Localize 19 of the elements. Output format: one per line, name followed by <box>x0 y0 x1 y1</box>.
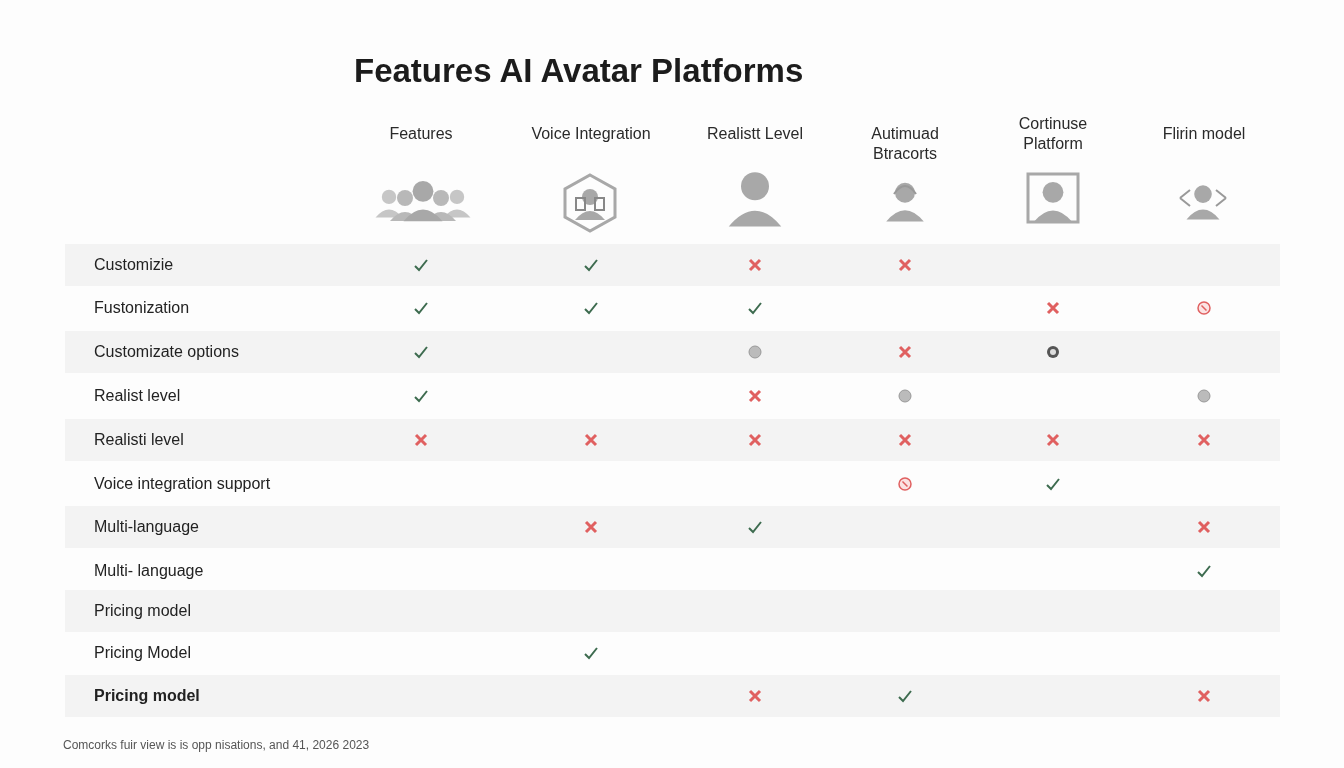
column-header: Features <box>388 124 454 144</box>
row-label: Fustonization <box>94 298 190 318</box>
row-label: Realisti level <box>94 430 184 450</box>
column-header: Flirin model <box>1161 124 1247 144</box>
row-label: Multi-language <box>94 517 199 537</box>
column-header: Voice Integration <box>530 124 652 144</box>
column-header: Autimuad Btracorts <box>870 124 940 164</box>
row-label: Realist level <box>94 386 181 406</box>
row-label: Multi- language <box>94 561 204 581</box>
row-label: Pricing model <box>94 686 200 706</box>
column-header: Cortinuse Platform <box>1017 114 1089 154</box>
row-label: Pricing model <box>94 601 191 621</box>
diagram-title: Features AI Avatar Platforms <box>354 52 804 90</box>
row-label: Voice integration support <box>94 474 271 494</box>
row-label: Pricing Model <box>94 643 191 663</box>
row-label: Customizate options <box>94 342 239 362</box>
footnote: Comcorks fuir view is is opp nisations, and 41, 2026 2023 <box>63 738 370 752</box>
column-header: Realistt Level <box>705 124 804 144</box>
row-label: Customizie <box>94 255 174 275</box>
